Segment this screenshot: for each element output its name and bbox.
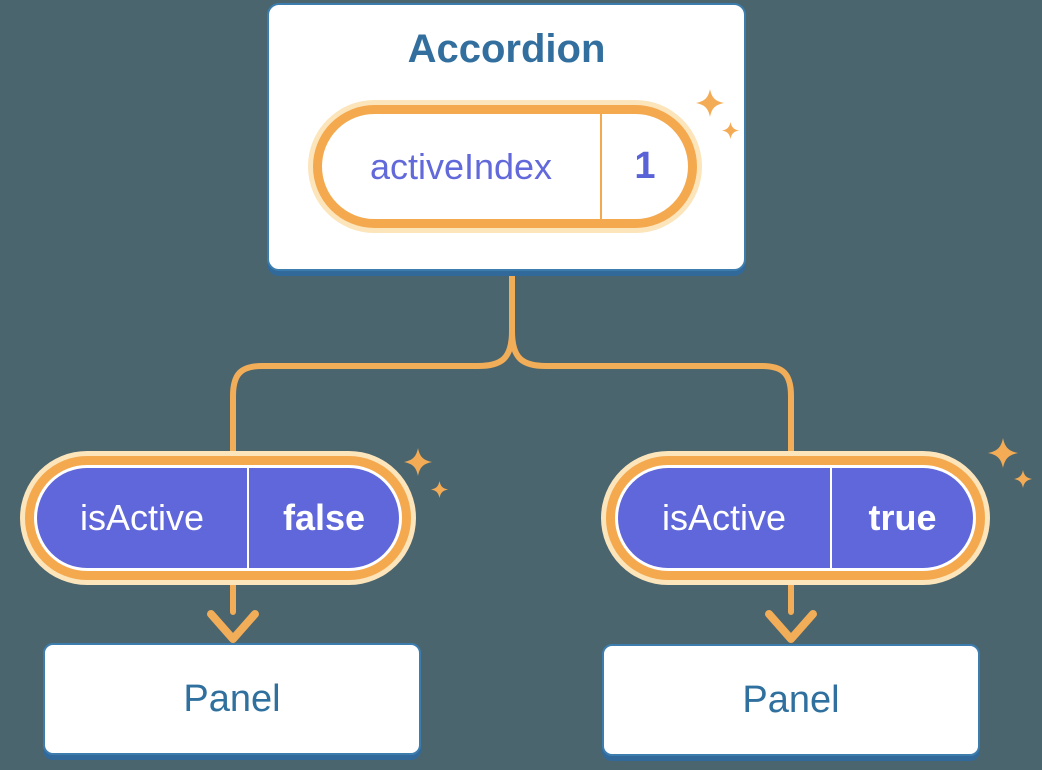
state-pill-value: 1 (634, 145, 656, 187)
prop-pill-isactive-false: isActive false (20, 451, 416, 585)
panel-card-title: Panel (183, 677, 281, 720)
state-pill-label: activeIndex (369, 145, 553, 187)
connector-branch-left (230, 328, 515, 615)
sparkle-group (696, 89, 744, 141)
arrow-down-icon (207, 610, 259, 643)
panel-card-right: Panel (602, 644, 980, 756)
sparkle-icon (404, 448, 432, 476)
sparkle-group (988, 438, 1040, 492)
connector-branch-right (509, 328, 794, 615)
sparkle-group (404, 448, 452, 500)
prop-pill-value: true (868, 497, 937, 538)
accordion-card-title: Accordion (407, 27, 606, 71)
pill-divider (830, 468, 832, 568)
sparkle-icon (431, 481, 448, 498)
prop-pill-label: isActive (661, 497, 787, 538)
sparkle-icon (1014, 470, 1032, 488)
prop-pill-body: isActive false (37, 468, 399, 568)
prop-pill-label: isActive (79, 497, 205, 538)
state-pill-ring: activeIndex 1 (313, 105, 697, 228)
pill-divider (247, 468, 249, 568)
pill-divider (600, 114, 602, 219)
sparkle-icon (988, 438, 1018, 468)
prop-pill-ring: isActive false (25, 456, 411, 580)
panel-card-title: Panel (742, 678, 840, 721)
sparkle-icon (722, 122, 739, 139)
state-pill-activeindex: activeIndex 1 (308, 100, 702, 233)
sparkle-icon (696, 89, 724, 117)
panel-card-left: Panel (43, 643, 421, 755)
prop-pill-ring: isActive true (606, 456, 985, 580)
prop-pill-isactive-true: isActive true (601, 451, 990, 585)
prop-pill-body: isActive true (618, 468, 973, 568)
arrow-down-icon (765, 610, 817, 643)
prop-pill-value: false (282, 497, 366, 538)
